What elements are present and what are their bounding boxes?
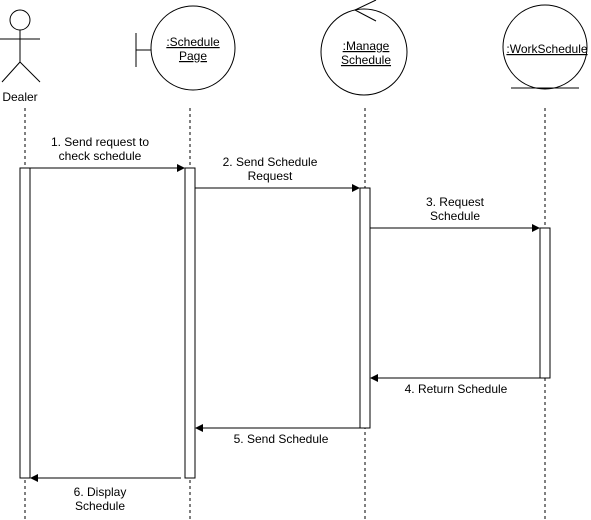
message-2-label-line2: Request [248, 169, 293, 183]
manage-schedule-activation [359, 187, 371, 429]
entity-circle [502, 4, 588, 90]
message-5-label: 5. Send Schedule [234, 432, 329, 446]
message-4-label: 4. Return Schedule [405, 382, 508, 396]
actor-head [9, 9, 31, 31]
dealer-label: Dealer [2, 90, 37, 104]
message-2: 2. Send Schedule Request [195, 155, 360, 192]
schedule-page-boundary: :Schedule Page [135, 5, 236, 91]
message-6-label-line2: Schedule [75, 499, 125, 513]
work-schedule-entity: :WorkSchedule [502, 4, 588, 90]
message-5: 5. Send Schedule [195, 424, 360, 446]
message-3-label-line1: 3. Request [426, 195, 485, 209]
work-schedule-label: :WorkSchedule [506, 42, 587, 56]
work-schedule-activation [539, 227, 551, 379]
manage-schedule-label-line2: Schedule [341, 53, 391, 67]
manage-schedule-label-line1: :Manage [343, 39, 390, 53]
control-circle [320, 8, 408, 96]
message-1-label-line2: check schedule [59, 149, 142, 163]
schedule-page-activation [184, 167, 196, 479]
manage-schedule-control: :Manage Schedule [320, 0, 408, 96]
boundary-circle [150, 5, 236, 91]
dealer-activation [19, 167, 31, 479]
actor-left-leg [1, 61, 21, 83]
message-1: 1. Send request to check schedule [30, 135, 185, 172]
message-4: 4. Return Schedule [370, 374, 540, 396]
message-3-label-line2: Schedule [430, 209, 480, 223]
message-6: 6. Display Schedule [30, 474, 181, 513]
actor-right-leg [19, 61, 41, 83]
schedule-page-label-line2: Page [179, 49, 207, 63]
message-2-label-line1: 2. Send Schedule [223, 155, 318, 169]
control-arrowhead [353, 0, 377, 22]
message-6-label-line1: 6. Display [74, 485, 127, 499]
schedule-page-label-line1: :Schedule [166, 35, 220, 49]
dealer-actor: Dealer [0, 9, 41, 104]
message-3: 3. Request Schedule [370, 195, 540, 232]
message-1-label-line1: 1. Send request to [51, 135, 149, 149]
